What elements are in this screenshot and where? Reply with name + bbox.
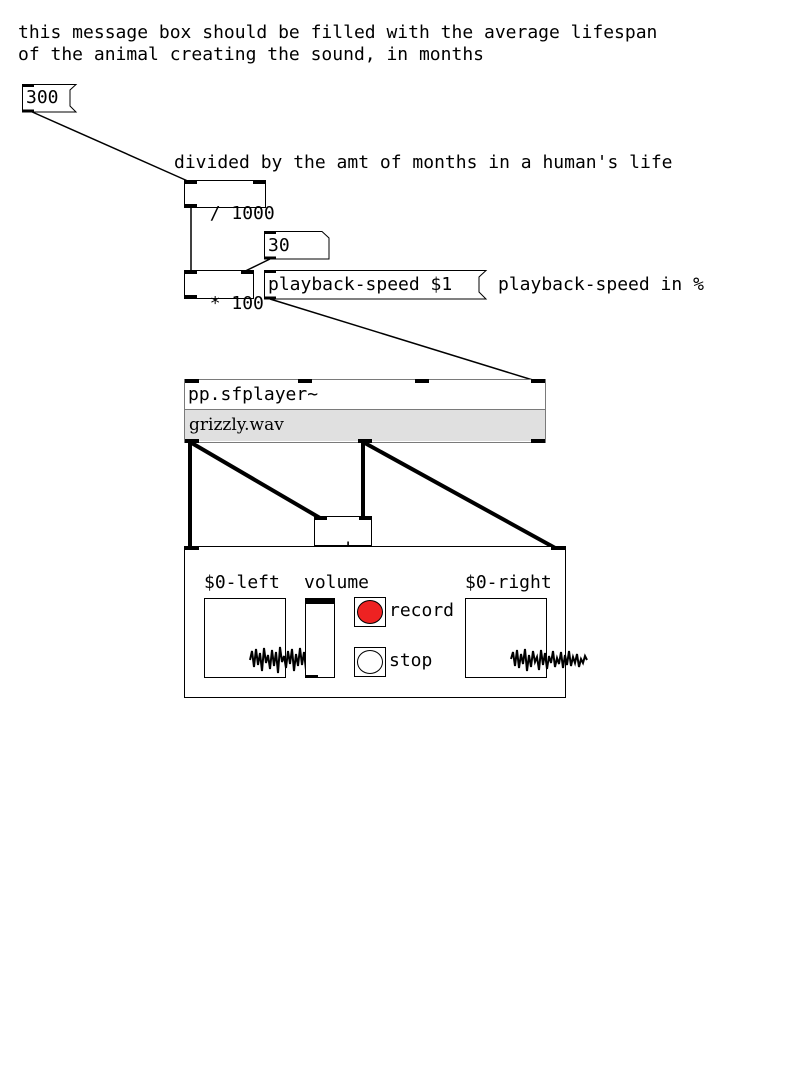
left-waveform-scope (204, 598, 328, 678)
cord-300-to-divide (29, 110, 191, 183)
comment-lifespan-line2: of the animal creating the sound, in mon… (18, 44, 484, 65)
object-multiply[interactable]: * 100 (184, 270, 264, 314)
inlet[interactable] (359, 516, 371, 520)
outlet[interactable] (185, 204, 197, 208)
outlet-right[interactable] (358, 439, 372, 443)
outlet[interactable] (306, 675, 318, 678)
object-dac[interactable]: dac~ (314, 516, 383, 560)
record-bang[interactable] (354, 597, 386, 627)
comment-playback-percent: playback-speed in % (498, 274, 704, 295)
number-box-30-value: 30 (268, 235, 290, 256)
patch-cords (29, 110, 558, 551)
object-divide[interactable]: / 1000 (184, 180, 275, 224)
record-bang-circle[interactable] (357, 600, 383, 624)
inlet[interactable] (241, 270, 253, 274)
inlet[interactable] (415, 379, 429, 383)
comment-lifespan-line1: this message box should be filled with t… (18, 22, 658, 43)
cord-msg-to-sfplayer (269, 298, 537, 382)
inlet[interactable] (185, 546, 199, 550)
message-box-lifespan-text: 300 (26, 87, 59, 108)
inlet[interactable] (185, 379, 199, 383)
inlet[interactable] (253, 180, 265, 184)
inlet[interactable] (185, 180, 197, 184)
waveform-right-icon (510, 648, 589, 672)
record-label: record (389, 600, 455, 621)
cord-sfplayer-r-to-gop (362, 440, 558, 551)
stop-label: stop (389, 650, 433, 671)
object-multiply-text: * 100 (209, 293, 264, 314)
right-scope-label: $0-right (465, 572, 552, 593)
right-waveform-scope (465, 598, 589, 678)
sfplayer-name: pp.sfplayer~ (188, 384, 319, 405)
sfplayer-abstraction[interactable]: pp.sfplayer~ grizzly.wav (184, 379, 546, 443)
inlet[interactable] (185, 270, 197, 274)
recorder-panel: $0-left volume $0-right record stop (184, 546, 589, 698)
inlet[interactable] (315, 516, 327, 520)
cord-sfplayer-l-to-dac (188, 440, 322, 520)
volume-slider-handle[interactable] (306, 599, 334, 604)
left-scope-label: $0-left (204, 572, 280, 593)
volume-label: volume (304, 572, 370, 593)
outlet[interactable] (531, 439, 545, 443)
comment-divided: divided by the amt of months in a human'… (174, 152, 673, 173)
inlet[interactable] (531, 379, 545, 383)
volume-slider[interactable] (305, 598, 335, 678)
sfplayer-filename[interactable]: grizzly.wav (185, 409, 545, 441)
message-box-playback-speed-text: playback-speed $1 (268, 274, 453, 295)
inlet[interactable] (551, 546, 565, 550)
stop-bang-circle[interactable] (357, 650, 383, 674)
inlet[interactable] (298, 379, 312, 383)
stop-bang[interactable] (354, 647, 386, 677)
outlet-left[interactable] (185, 439, 199, 443)
object-divide-text: / 1000 (209, 203, 275, 224)
outlet[interactable] (185, 295, 197, 299)
